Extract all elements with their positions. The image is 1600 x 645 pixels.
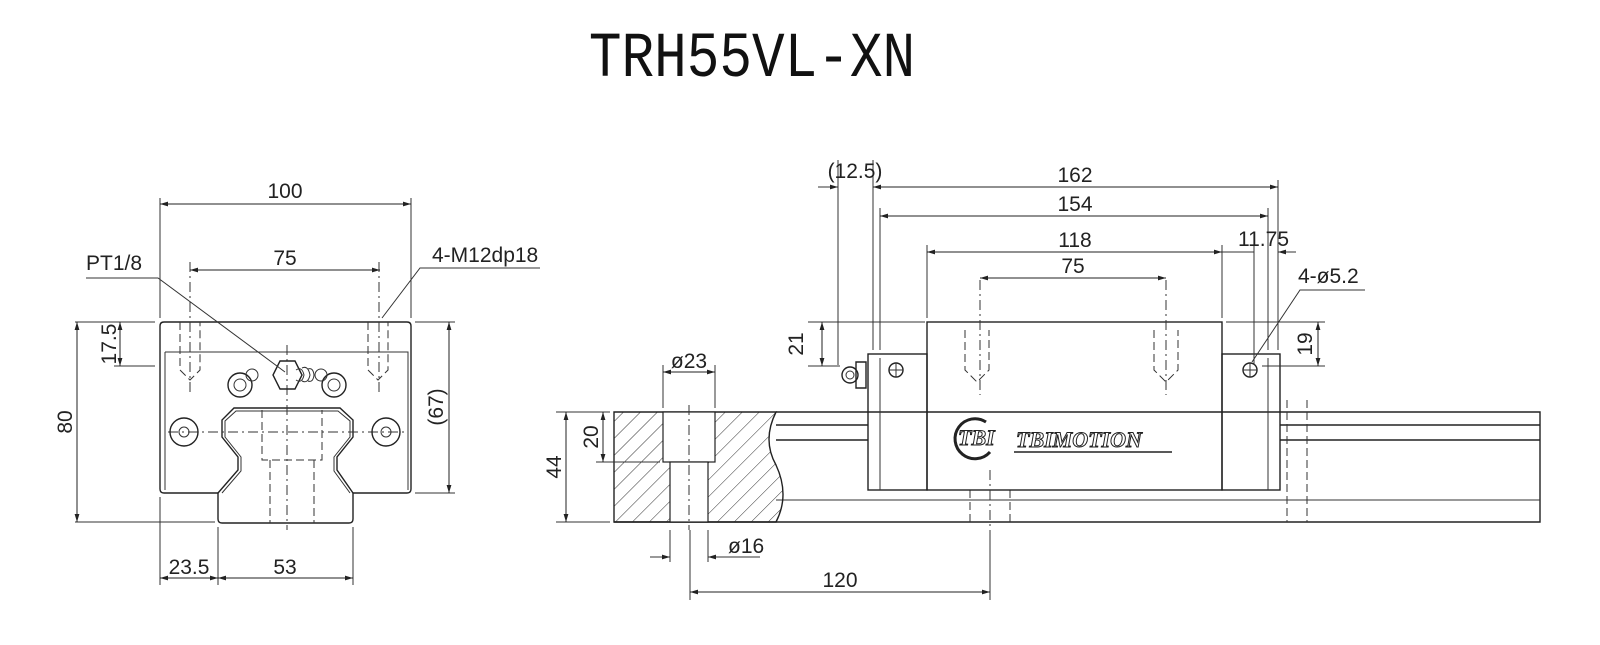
dim-rail-height: 44 [543,455,566,479]
dim-side-hole-height: 19 [1294,332,1317,355]
dim-end-offset: 11.75 [1238,228,1289,251]
dim-body-length: 154 [1057,193,1092,216]
logo-mark: TBI [958,425,996,450]
grease-nipple-icon [272,360,303,390]
dim-height: 80 [54,410,77,433]
tbi-logo: TBI TBIMOTION [953,417,1172,461]
dim-nipple-height: 21 [785,332,808,355]
rail [614,411,1541,523]
end-view: 100 75 80 17.5 (67) 23.5 53 PT1/8 4-M12d… [54,180,540,585]
dim-width: 100 [267,180,302,203]
end-seal-right [1221,353,1281,491]
rail-profile [217,407,354,494]
side-hole-label: 4-ø5.2 [1298,265,1359,288]
dim-side-offset: 23.5 [169,556,210,579]
dim-overall-length: 162 [1057,164,1092,187]
lube-port-label: PT1/8 [86,252,142,275]
block-outline [159,321,412,524]
brand-name: TBIMOTION [1016,427,1143,452]
end-seal-left [867,353,928,491]
dim-tap-depth: 17.5 [98,324,121,365]
dim-hole-pitch-side: 75 [1061,255,1084,278]
dim-nipple: (12.5) [828,160,883,183]
mount-hole [227,372,253,398]
dim-counterbore-depth: 20 [580,425,603,448]
mount-hole [321,372,347,398]
dim-rail-pitch: 120 [822,569,857,592]
side-hole [169,417,199,447]
dim-block-height: (67) [425,388,448,425]
side-hole [371,417,401,447]
drawing-title: TRH55VL-XN [589,23,915,95]
side-view: TBI TBIMOTION 162 (12.5) 154 118 11.75 7… [543,160,1541,600]
dim-steel-length: 118 [1058,229,1091,252]
dim-hole-pitch: 75 [273,247,296,270]
tap-label: 4-M12dp18 [432,244,538,267]
dim-rail-width: 53 [273,556,296,579]
dim-counterbore-dia: ø23 [671,350,707,373]
carriage-block [926,321,1223,491]
dim-bolt-hole-dia: ø16 [728,535,764,558]
